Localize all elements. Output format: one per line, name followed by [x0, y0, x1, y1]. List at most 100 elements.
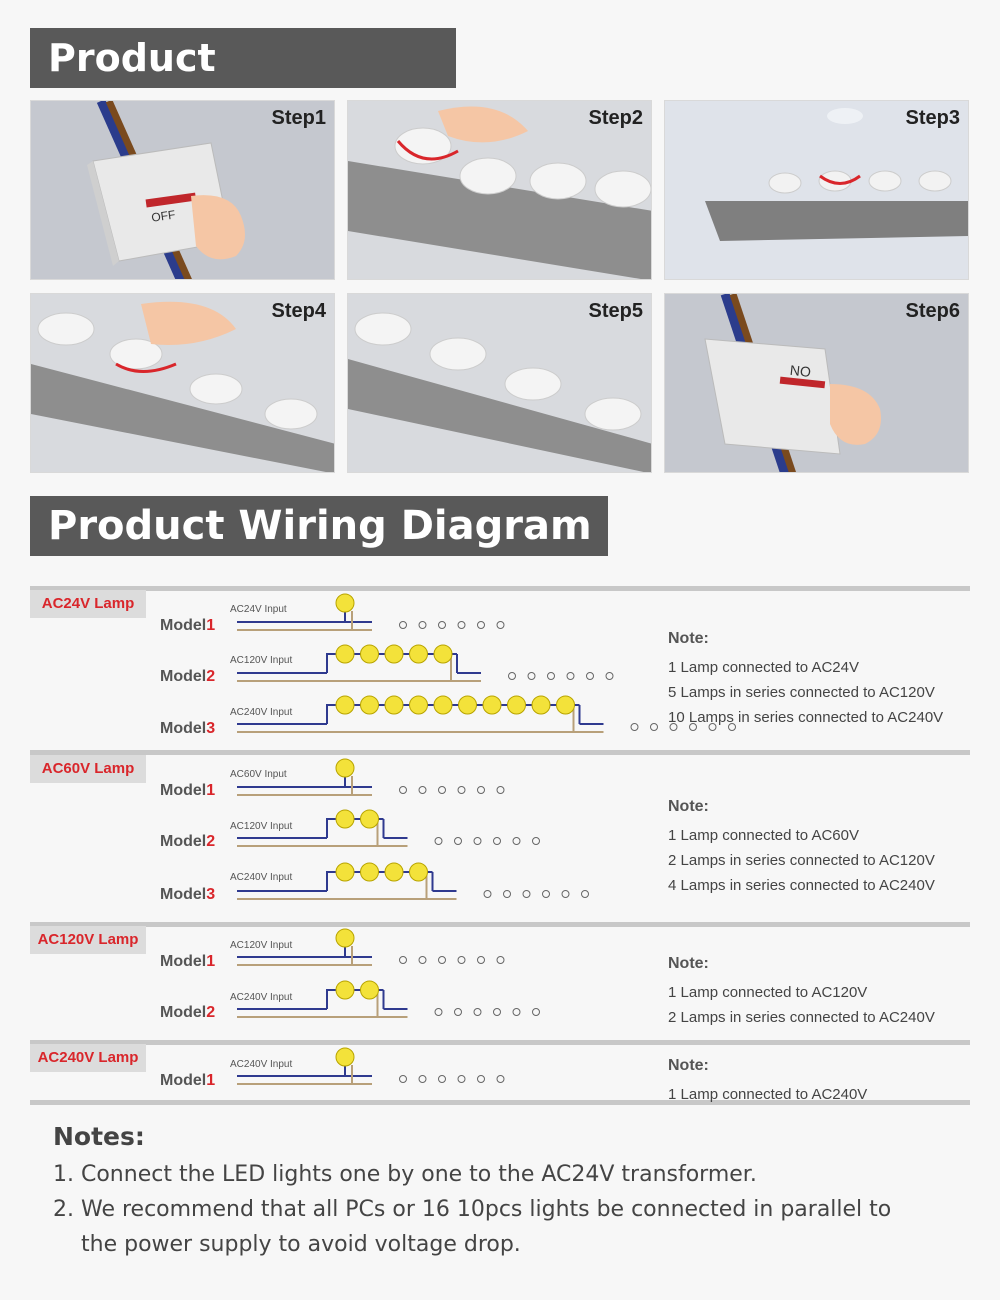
lamp-bulb-icon [335, 809, 355, 829]
lamp-bulb-icon [335, 593, 355, 613]
continuation-dot [399, 1075, 407, 1083]
continuation-dot [438, 786, 446, 794]
svg-text:OFF: OFF [150, 207, 176, 224]
input-label: AC240V Input [230, 872, 293, 883]
continuation-dot [532, 1008, 540, 1016]
continuation-dot [650, 723, 658, 731]
general-notes: Notes: 1. Connect the LED lights one by … [53, 1122, 891, 1262]
wiring-banner: Product Wiring Diagram [30, 496, 608, 556]
continuation-dot [438, 1075, 446, 1083]
continuation-dot [457, 956, 466, 964]
continuation-dot [473, 837, 482, 845]
lamp-install-illustration [31, 294, 334, 472]
continuation-dot [605, 672, 614, 680]
continuation-dot [438, 621, 446, 629]
continuation-dot [454, 837, 462, 845]
wiring-title: Product Wiring Diagram [48, 503, 592, 549]
step-6-label: Step6 [905, 300, 960, 322]
lamp-bulb-icon [335, 695, 355, 715]
continuation-dot [512, 1008, 521, 1016]
continuation-dot [493, 837, 501, 845]
continuation-dot [496, 786, 505, 794]
switch-on-illustration: ON [665, 294, 968, 472]
input-label: AC240V Input [230, 1059, 293, 1070]
continuation-dot [418, 1075, 427, 1083]
continuation-dot [496, 621, 505, 629]
lamp-bulb-icon [531, 695, 551, 715]
section-divider [30, 750, 970, 755]
section-tag-ac24v: AC24V Lamp [30, 590, 146, 618]
continuation-dot [496, 1075, 505, 1083]
continuation-dot [477, 1075, 485, 1083]
continuation-dot [454, 1008, 462, 1016]
continuation-dot [522, 890, 531, 898]
continuation-dot [566, 672, 575, 680]
step-1-panel: OFF Step1 [30, 100, 335, 280]
input-label: AC60V Input [230, 769, 287, 780]
continuation-dot [418, 956, 427, 964]
input-label: AC240V Input [230, 707, 293, 718]
continuation-dot [418, 621, 427, 629]
step-5-panel: Step5 [347, 293, 652, 473]
lamp-bulb-icon [360, 862, 379, 882]
section-tag-ac120v: AC120V Lamp [30, 926, 146, 954]
continuation-dot [457, 621, 466, 629]
section-note: Note: 1 Lamp connected to AC24V 5 Lamps … [668, 630, 944, 726]
lamp-bulb-icon [384, 644, 404, 664]
notes-item: 1. Connect the LED lights one by one to … [53, 1162, 757, 1187]
model-label: Model2 [160, 833, 216, 850]
continuation-dot [586, 672, 594, 680]
input-label: AC240V Input [230, 992, 293, 1003]
lamp-bulb-icon [335, 644, 355, 664]
model-label: Model3 [160, 886, 216, 903]
lamp-bulb-icon [360, 644, 379, 664]
input-label: AC120V Input [230, 655, 293, 666]
continuation-dot [581, 890, 589, 898]
step-4-panel: Step4 [30, 293, 335, 473]
input-label: AC120V Input [230, 821, 293, 832]
section-tag-ac60v: AC60V Lamp [30, 755, 146, 783]
lamp-bulb-icon [409, 644, 428, 664]
continuation-dot [473, 1008, 482, 1016]
lamp-bulb-icon [384, 862, 404, 882]
model-label: Model1 [160, 782, 216, 799]
svg-text:ON: ON [789, 362, 812, 380]
continuation-dot [457, 786, 466, 794]
continuation-dot [630, 723, 639, 731]
step-5-label: Step5 [588, 300, 643, 322]
lamp-bulb-icon [360, 980, 379, 1000]
lamp-bulb-icon [556, 695, 575, 715]
lamp-bulb-icon [384, 695, 404, 715]
lamp-bulb-icon [335, 928, 355, 948]
input-label: AC24V Input [230, 604, 287, 615]
continuation-dot [512, 837, 521, 845]
lamp-bulb-icon [360, 809, 379, 829]
model-label: Model2 [160, 1004, 216, 1021]
continuation-dot [457, 1075, 466, 1083]
step-1-label: Step1 [271, 107, 326, 129]
step-6-panel: ON Step6 [664, 293, 969, 473]
lamp-bulb-icon [360, 695, 379, 715]
notes-item: the power supply to avoid voltage drop. [81, 1232, 521, 1257]
section-divider [30, 1100, 970, 1105]
continuation-dot [438, 956, 446, 964]
section-tag-ac240v: AC240V Lamp [30, 1044, 146, 1072]
step-4-label: Step4 [271, 300, 326, 322]
continuation-dot [669, 723, 678, 731]
lamp-bulb-icon [433, 695, 453, 715]
continuation-dot [434, 837, 443, 845]
section-divider [30, 586, 970, 591]
continuation-dot [547, 672, 555, 680]
lamp-bulb-icon [409, 862, 428, 882]
lamp-bulb-icon [409, 695, 428, 715]
section-note: Note: 1 Lamp connected to AC60V 2 Lamps … [668, 798, 935, 894]
continuation-dot [418, 786, 427, 794]
lamp-bulb-icon [458, 695, 477, 715]
model-label: Model2 [160, 668, 216, 685]
continuation-dot [483, 890, 492, 898]
lamp-bulb-icon [433, 644, 453, 664]
section-divider [30, 1040, 970, 1045]
model-label: Model3 [160, 720, 216, 737]
continuation-dot [477, 786, 485, 794]
